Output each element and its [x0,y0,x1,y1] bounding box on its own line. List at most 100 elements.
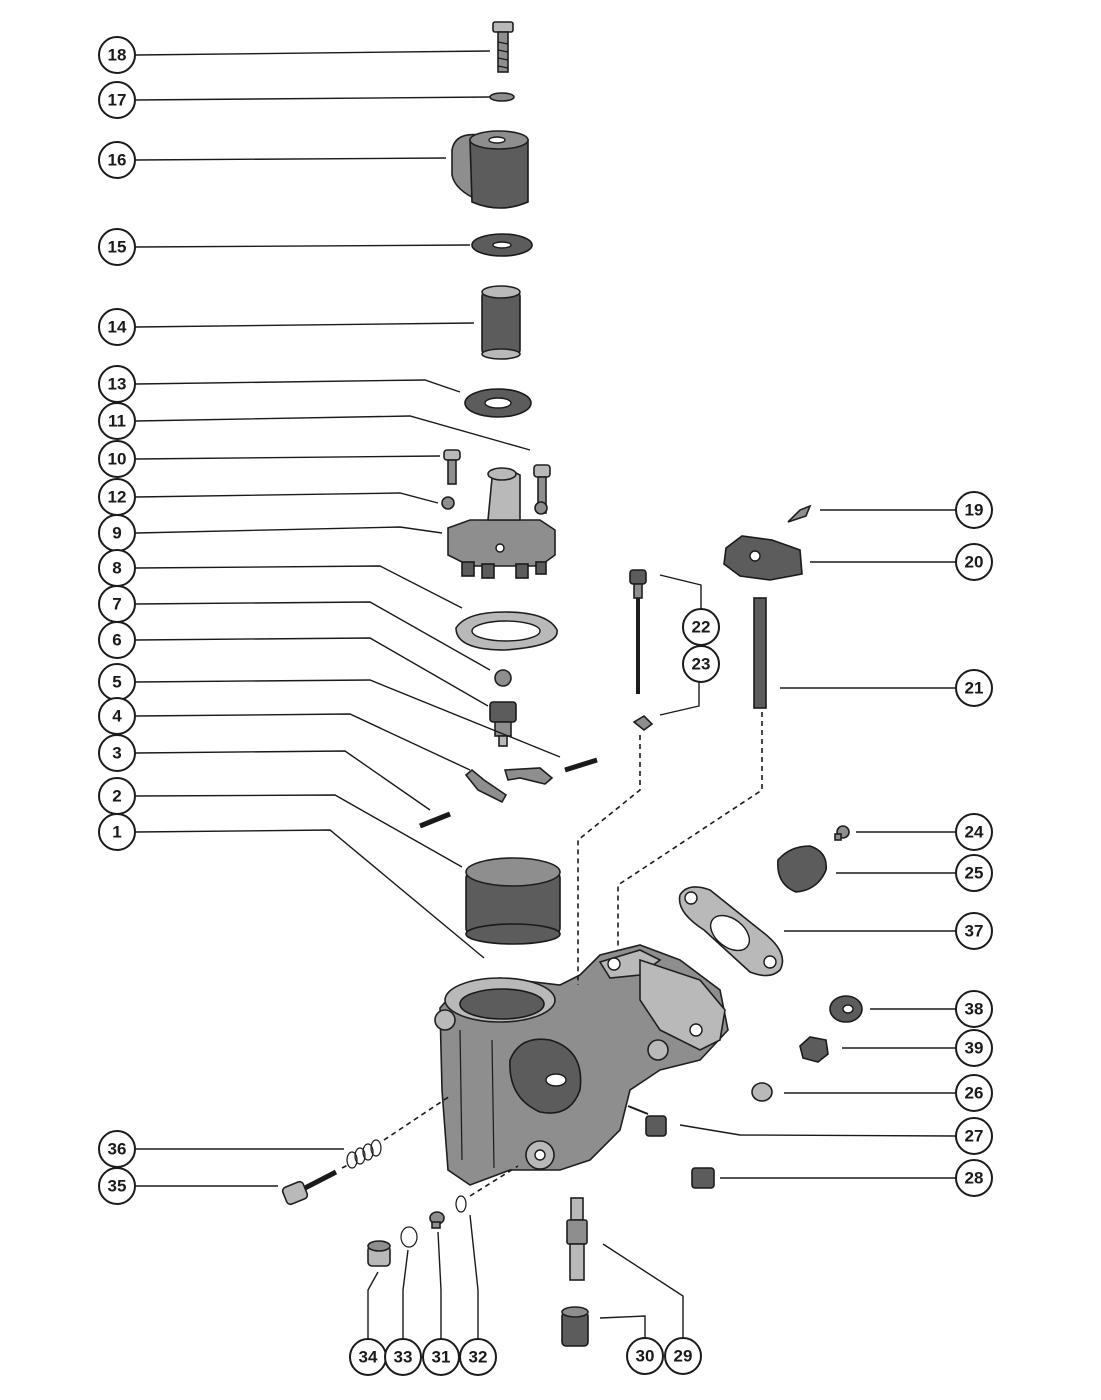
svg-text:21: 21 [965,679,984,698]
svg-text:13: 13 [108,375,127,394]
part-19-pin [787,504,812,523]
svg-text:12: 12 [108,488,127,507]
part-10-screw [443,449,461,485]
callout-11: 11 [98,402,136,440]
callout-39: 39 [955,1029,993,1067]
part-32-gasket [455,1195,467,1213]
svg-text:24: 24 [965,823,984,842]
callout-20: 20 [955,543,993,581]
svg-text:30: 30 [636,1347,655,1366]
part-12-washer-left [441,496,455,510]
svg-text:33: 33 [394,1348,413,1367]
svg-text:37: 37 [965,922,984,941]
callout-25: 25 [955,854,993,892]
part-16-fuel-bowl-cover [451,130,529,209]
part-28-plug [691,1167,715,1189]
assembly-lines [341,712,763,1197]
svg-text:19: 19 [965,501,984,520]
callout-28: 28 [955,1159,993,1197]
svg-text:36: 36 [108,1140,127,1159]
part-5-float-pin [564,757,598,773]
svg-text:22: 22 [692,618,711,637]
callout-16: 16 [98,141,136,179]
part-7-washer [494,669,512,687]
callout-32: 32 [459,1338,497,1376]
part-4-float-arm [464,767,554,804]
svg-text:29: 29 [674,1347,693,1366]
svg-text:23: 23 [692,655,711,674]
svg-text:15: 15 [108,238,127,257]
callout-34: 34 [349,1338,387,1376]
part-6-inlet-needle-valve [489,701,517,747]
part-8-gasket [455,611,558,651]
part-30-plug [561,1306,589,1347]
part-35-idle-needle [281,1169,338,1206]
part-20-throttle-lever [723,535,803,581]
svg-text:28: 28 [965,1169,984,1188]
part-22-jet-needle [629,569,647,694]
callout-10: 10 [98,440,136,478]
svg-text:9: 9 [112,524,121,543]
parts [281,21,863,1347]
svg-text:5: 5 [112,673,121,692]
part-26-plug [751,1082,773,1102]
callout-15: 15 [98,228,136,266]
callout-7: 7 [98,585,136,623]
part-17-washer [489,92,515,102]
callout-19: 19 [955,491,993,529]
svg-text:1: 1 [112,823,121,842]
callout-1: 1 [98,813,136,851]
part-3-pin [419,811,451,829]
callout-38: 38 [955,990,993,1028]
callout-2: 2 [98,777,136,815]
callout-13: 13 [98,365,136,403]
callout-8: 8 [98,549,136,587]
callout-6: 6 [98,621,136,659]
callout-26: 26 [955,1074,993,1112]
part-18-screw [492,21,514,73]
svg-text:38: 38 [965,1000,984,1019]
part-25-throttle-plate [777,845,827,893]
svg-text:32: 32 [469,1348,488,1367]
svg-text:6: 6 [112,631,121,650]
part-31-screw [429,1211,445,1229]
part-37-flange-gasket [678,886,784,977]
callout-31: 31 [422,1338,460,1376]
callout-12: 12 [98,478,136,516]
svg-text:20: 20 [965,553,984,572]
svg-text:26: 26 [965,1084,984,1103]
callout-21: 21 [955,669,993,707]
callout-5: 5 [98,663,136,701]
svg-text:35: 35 [108,1177,127,1196]
callout-bubbles: 18 17 16 15 14 13 11 10 12 9 8 7 6 5 4 3… [98,36,993,1376]
callout-18: 18 [98,36,136,74]
callout-17: 17 [98,81,136,119]
callout-36: 36 [98,1130,136,1168]
part-33-washer [400,1226,418,1248]
part-15-gasket [471,233,533,257]
part-14-filter-screen [481,285,521,360]
part-29-main-nozzle [566,1197,588,1281]
svg-text:11: 11 [108,412,126,431]
svg-text:14: 14 [108,318,127,337]
svg-text:25: 25 [965,864,984,883]
svg-text:4: 4 [112,707,122,726]
svg-text:8: 8 [112,559,121,578]
callout-37: 37 [955,912,993,950]
svg-text:16: 16 [108,151,127,170]
callout-24: 24 [955,813,993,851]
callout-4: 4 [98,697,136,735]
part-11-screw [533,464,551,514]
callout-22: 22 [682,608,720,646]
part-34-plug [367,1240,391,1267]
callout-3: 3 [98,734,136,772]
svg-text:3: 3 [112,744,121,763]
leader-lines [135,50,957,1338]
part-27-jet [627,1105,667,1137]
callout-29: 29 [664,1337,702,1375]
svg-text:34: 34 [359,1348,378,1367]
svg-text:10: 10 [108,450,127,469]
callout-35: 35 [98,1167,136,1205]
svg-text:39: 39 [965,1039,984,1058]
